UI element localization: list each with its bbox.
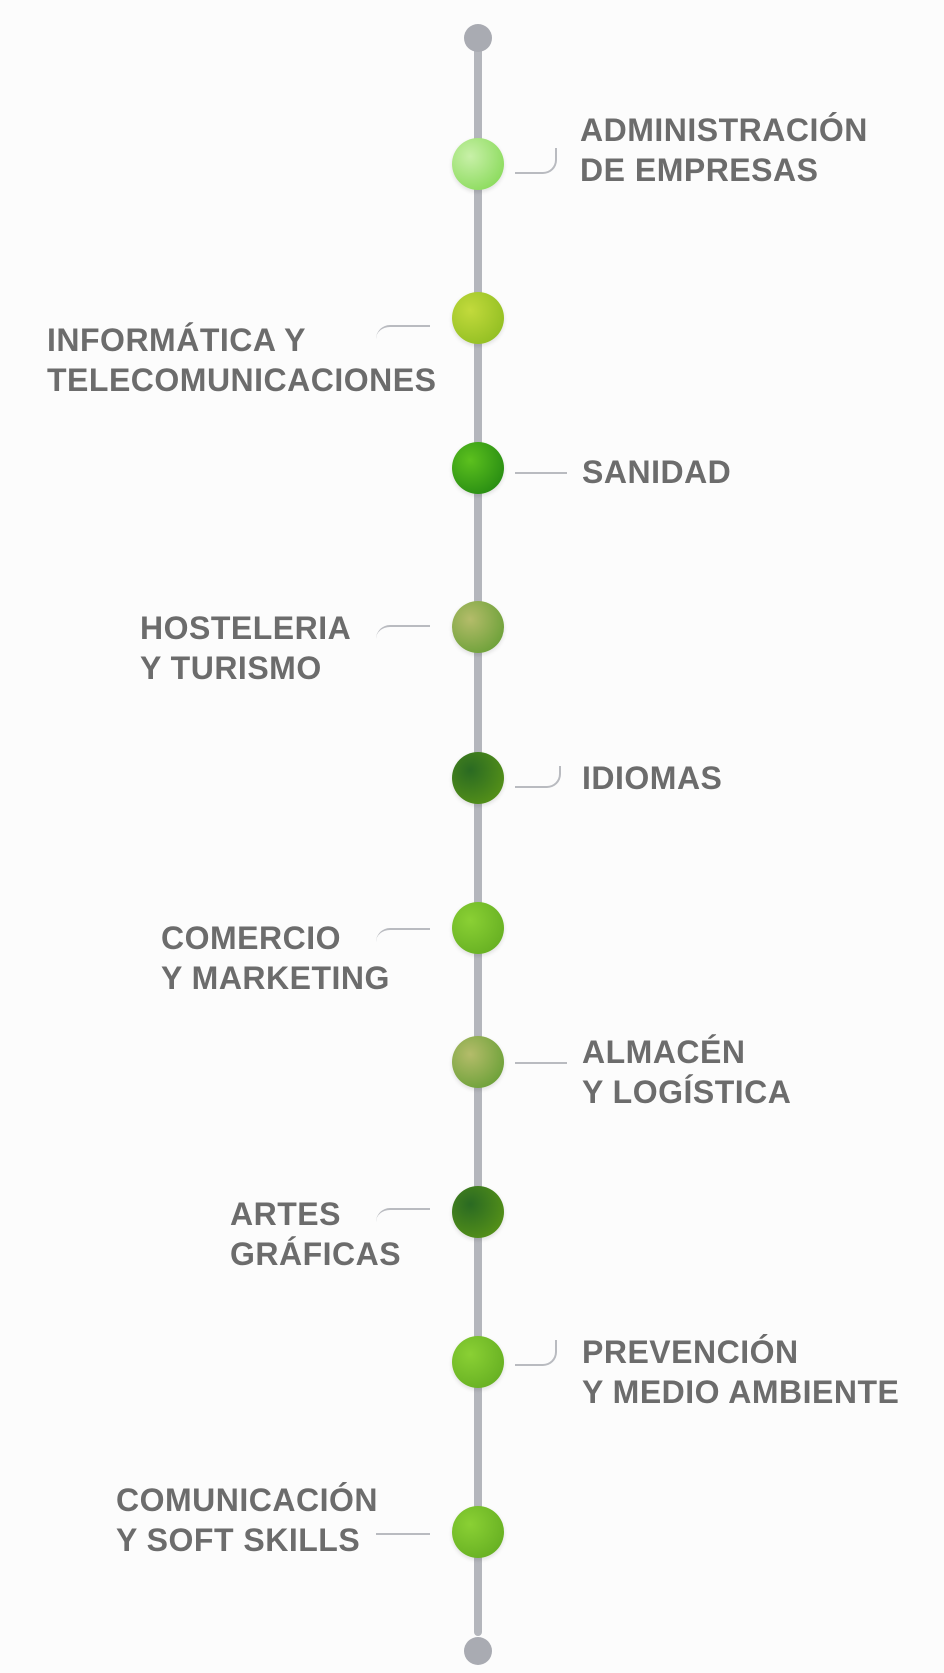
timeline-node-comercio (452, 902, 504, 954)
timeline-node-idiomas (452, 752, 504, 804)
label-line-1: SANIDAD (582, 454, 732, 490)
label-line-1: IDIOMAS (582, 760, 723, 796)
label-line-1: ALMACÉN (582, 1034, 746, 1070)
label-comunicacion: COMUNICACIÓN Y SOFT SKILLS (116, 1480, 378, 1560)
label-line-2: TELECOMUNICACIONES (47, 362, 437, 398)
label-hosteleria: HOSTELERIA Y TURISMO (140, 608, 351, 688)
label-idiomas: IDIOMAS (582, 758, 722, 798)
label-almacen: ALMACÉN Y LOGÍSTICA (582, 1032, 791, 1112)
connector-prevencion (515, 1340, 557, 1366)
connector-artes (376, 1208, 430, 1222)
timeline-node-comunicacion (452, 1506, 504, 1558)
label-comercio: COMERCIO Y MARKETING (161, 918, 390, 998)
label-line-1: INFORMÁTICA Y (47, 322, 306, 358)
label-line-2: Y LOGÍSTICA (582, 1074, 792, 1110)
connector-informatica (376, 325, 430, 339)
label-line-2: GRÁFICAS (230, 1236, 402, 1272)
connector-almacen (515, 1062, 567, 1064)
label-line-2: Y MARKETING (161, 960, 390, 996)
label-line-2: Y SOFT SKILLS (116, 1522, 361, 1558)
timeline-node-informatica (452, 292, 504, 344)
label-line-2: Y TURISMO (140, 650, 322, 686)
timeline-node-sanidad (452, 442, 504, 494)
label-line-2: Y MEDIO AMBIENTE (582, 1374, 900, 1410)
timeline-node-prevencion (452, 1336, 504, 1388)
label-prevencion: PREVENCIÓN Y MEDIO AMBIENTE (582, 1332, 899, 1412)
label-sanidad: SANIDAD (582, 452, 731, 492)
connector-comunicacion (376, 1533, 430, 1535)
timeline-node-almacen (452, 1036, 504, 1088)
label-line-1: COMERCIO (161, 920, 341, 956)
label-line-2: DE EMPRESAS (580, 152, 819, 188)
timeline-start-cap (464, 24, 492, 52)
timeline-axis (474, 36, 482, 1636)
timeline-node-artes (452, 1186, 504, 1238)
connector-sanidad (515, 472, 567, 474)
connector-administracion (515, 148, 557, 174)
timeline-node-administracion (452, 138, 504, 190)
connector-idiomas (515, 766, 561, 788)
label-line-1: COMUNICACIÓN (116, 1482, 378, 1518)
timeline-end-cap (464, 1637, 492, 1665)
connector-comercio (376, 928, 430, 942)
label-line-1: HOSTELERIA (140, 610, 352, 646)
label-line-1: ADMINISTRACIÓN (580, 112, 868, 148)
label-artes: ARTES GRÁFICAS (230, 1194, 401, 1274)
timeline-node-hosteleria (452, 601, 504, 653)
label-line-1: PREVENCIÓN (582, 1334, 799, 1370)
label-informatica: INFORMÁTICA Y TELECOMUNICACIONES (47, 320, 436, 400)
label-line-1: ARTES (230, 1196, 341, 1232)
connector-hosteleria (376, 625, 430, 639)
label-administracion: ADMINISTRACIÓN DE EMPRESAS (580, 110, 868, 190)
